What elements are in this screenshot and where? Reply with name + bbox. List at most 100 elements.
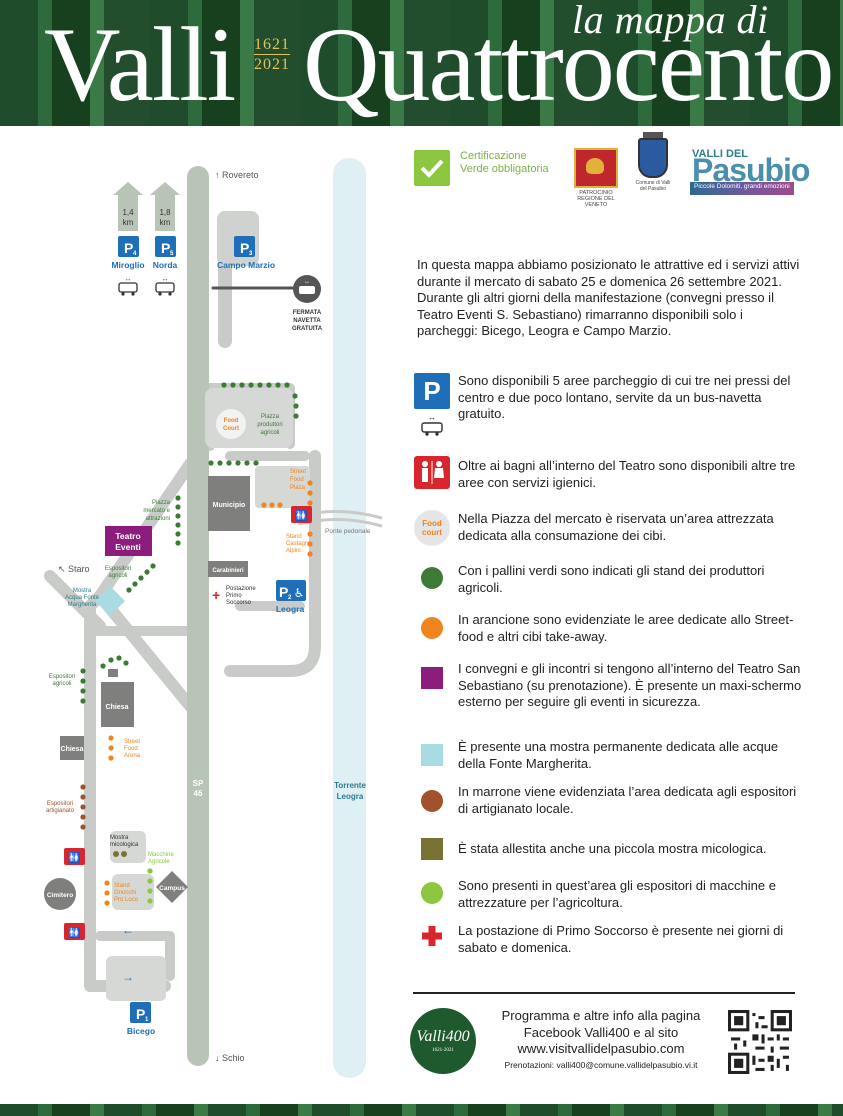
km-miroglio-unit: km bbox=[123, 218, 134, 227]
restroom-icon-1 bbox=[291, 506, 312, 523]
svg-text:P: P bbox=[161, 240, 170, 256]
restroom-icon-3 bbox=[64, 923, 85, 940]
svg-text:🚻: 🚻 bbox=[68, 851, 80, 864]
label-macchine-agricole: Macchine bbox=[148, 852, 174, 858]
year-start: 1621 bbox=[254, 36, 290, 53]
svg-text:Alpini: Alpini bbox=[286, 548, 301, 554]
green-dots-mercato bbox=[126, 495, 181, 593]
bus-icon: ↔ bbox=[419, 412, 445, 436]
svg-text:micologica: micologica bbox=[110, 842, 139, 848]
olive-dot-2 bbox=[121, 851, 127, 857]
label-sp46-a: SP bbox=[193, 779, 204, 788]
label-chiesa: Chiesa bbox=[106, 704, 129, 711]
legend-text-parking: Sono disponibili 5 aree parcheggio di cu… bbox=[458, 373, 791, 421]
green-dot-icon bbox=[421, 567, 443, 589]
label-mostra-micologica: Mostra bbox=[110, 835, 129, 841]
title-valli: Valli bbox=[44, 6, 236, 123]
valli-del-pasubio-logo: Pasubio VALLI DEL Piccole Dolomiti, gran… bbox=[690, 148, 810, 196]
svg-text:P: P bbox=[136, 1006, 145, 1022]
orange-dots-plaza bbox=[261, 480, 313, 557]
svg-text:Castagne: Castagne bbox=[286, 541, 312, 547]
svg-text:artigianato: artigianato bbox=[46, 808, 75, 814]
title-years: 1621 2021 bbox=[254, 36, 290, 73]
svg-text:Eventi: Eventi bbox=[115, 542, 141, 552]
label-carabinieri: Carabinieri bbox=[212, 568, 244, 574]
label-ponte: Ponte pedonale bbox=[325, 528, 371, 535]
food-court-icon: Food court bbox=[414, 510, 450, 546]
label-staro: ↖ Staro bbox=[58, 564, 90, 574]
comune-shield-icon bbox=[638, 132, 668, 178]
svg-text:Acqua Fonte: Acqua Fonte bbox=[65, 595, 100, 601]
km-miroglio: 1,4 bbox=[122, 208, 134, 217]
brown-dots-artigianato bbox=[80, 784, 86, 830]
svg-text:P: P bbox=[279, 584, 288, 600]
label-fermata-3: GRATUITA bbox=[292, 326, 323, 332]
label-espositori-agricoli-1: Espositori bbox=[105, 566, 131, 572]
svg-text:produttori: produttori bbox=[257, 422, 282, 428]
certification-check-icon bbox=[414, 150, 450, 186]
svg-text:Food: Food bbox=[224, 418, 239, 424]
legend-text-brown: In marrone viene evidenziata l’area dedi… bbox=[458, 784, 797, 816]
stairs-icon bbox=[108, 669, 118, 677]
label-torrente-a: Torrente bbox=[334, 781, 366, 790]
svg-text:5: 5 bbox=[170, 251, 174, 257]
municipio-building bbox=[208, 476, 250, 531]
restroom-icon-2 bbox=[64, 848, 85, 865]
svg-text:↔: ↔ bbox=[428, 413, 436, 422]
label-teatro: Teatro bbox=[115, 531, 140, 541]
label-street-food-plaza: Street bbox=[290, 469, 306, 475]
purple-square-icon bbox=[421, 667, 443, 689]
svg-text:Court: Court bbox=[223, 426, 239, 432]
svg-text:Margherita: Margherita bbox=[68, 602, 97, 608]
event-map: ↑ Rovereto ↓ Schio ↖ Staro SP 46 Torrent… bbox=[44, 158, 383, 1078]
chiesa-building bbox=[101, 682, 134, 727]
orange-dots-arena bbox=[104, 735, 114, 906]
footer-website-link[interactable]: www.visitvallidelpasubio.com bbox=[517, 1041, 685, 1056]
label-mostra-acqua: Mostra bbox=[73, 588, 92, 594]
label-postazione: Postazione bbox=[226, 586, 256, 592]
legend-text-olive: È stata allestita anche una piccola most… bbox=[458, 841, 767, 856]
label-sp46-b: 46 bbox=[194, 789, 203, 798]
parking-p5 bbox=[155, 236, 176, 257]
svg-text:P: P bbox=[240, 240, 249, 256]
green-dots-chiesa bbox=[80, 655, 129, 704]
certification-text: Certificazione Verde obbligatoria bbox=[460, 150, 549, 175]
label-street-food-arena: Street bbox=[124, 739, 140, 745]
svg-text:agricoli: agricoli bbox=[108, 573, 127, 579]
label-schio: ↓ Schio bbox=[215, 1053, 245, 1063]
year-divider bbox=[254, 54, 290, 55]
svg-text:1: 1 bbox=[145, 1017, 149, 1023]
comune-logo: Comune di Valli del Pasubio bbox=[632, 132, 674, 192]
footer-prenotazioni[interactable]: Prenotazioni: valli400@comune.vallidelpa… bbox=[504, 1060, 698, 1070]
street-food-plaza-area bbox=[255, 466, 310, 508]
arrow-right-icon: → bbox=[122, 970, 134, 984]
svg-text:↔: ↔ bbox=[125, 276, 132, 283]
label-stand-gnocchi: Stand bbox=[114, 883, 130, 889]
arrow-norda bbox=[150, 182, 180, 231]
carabinieri-building bbox=[208, 561, 248, 577]
bus-icon-miroglio: ↔ bbox=[118, 276, 138, 296]
intro-paragraph: In questa mappa abbiamo posizionato le a… bbox=[417, 257, 800, 338]
label-espositori-agricoli-2: Espositori bbox=[49, 674, 75, 680]
legend-text-lightblue: È presente una mostra permanente dedicat… bbox=[458, 739, 779, 771]
lightgreen-dots-macchine bbox=[147, 868, 153, 904]
teatro-eventi bbox=[105, 526, 152, 556]
brown-dot-icon bbox=[421, 790, 443, 812]
road-network bbox=[44, 239, 321, 992]
legend-text-restroom: Oltre ai bagni all’interno del Teatro so… bbox=[458, 458, 796, 490]
stand-gnocchi-area bbox=[112, 874, 154, 910]
regione-veneto-logo: PATROCINIO REGIONE DEL VENETO bbox=[570, 148, 622, 208]
svg-text:↔: ↔ bbox=[304, 279, 310, 285]
food-court-map-icon bbox=[216, 409, 246, 439]
parking-p3 bbox=[234, 236, 255, 257]
orange-dot-icon bbox=[421, 617, 443, 639]
legend-text-orange: In arancione sono evidenziate le aree de… bbox=[458, 612, 794, 644]
label-cimitero: Cimitero bbox=[47, 892, 73, 899]
label-rovereto: ↑ Rovereto bbox=[215, 170, 259, 180]
svg-text:agricoli: agricoli bbox=[52, 681, 71, 687]
label-campo-marzio: Campo Marzio bbox=[217, 260, 275, 270]
label-chiesa-2: Chiesa bbox=[61, 746, 84, 753]
cimitero-building bbox=[44, 878, 76, 910]
valli400-logo: Valli400 1621-2021 bbox=[410, 1008, 476, 1074]
qr-code-icon[interactable] bbox=[728, 1010, 792, 1074]
